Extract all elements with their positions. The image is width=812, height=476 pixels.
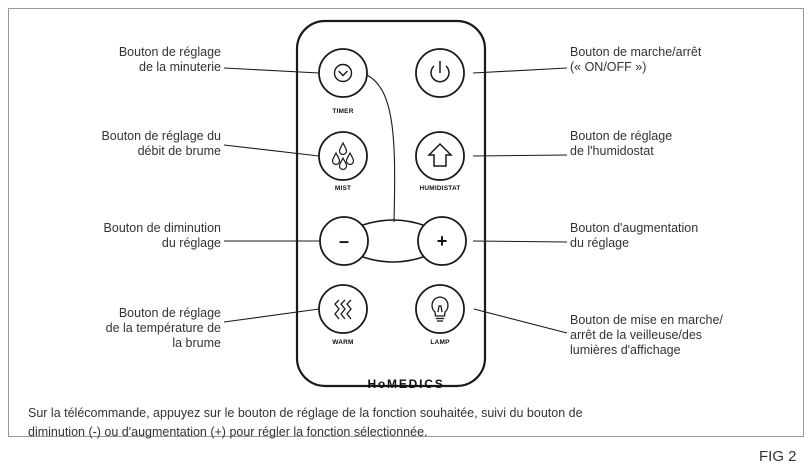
leader-lines [223, 67, 568, 334]
leader-mist [223, 144, 320, 157]
timer-button[interactable] [318, 48, 368, 98]
timer-label: TIMER [332, 108, 354, 115]
leader-warm [223, 308, 320, 323]
increase-button[interactable] [417, 216, 467, 266]
lamp-label: LAMP [430, 339, 450, 346]
warm-button[interactable] [318, 284, 368, 334]
leader-timer [223, 67, 320, 74]
bulb-icon [431, 296, 449, 322]
adjust-connector [359, 219, 427, 263]
plus-glyph: + [437, 231, 448, 251]
minus-glyph: – [339, 231, 349, 251]
figure-label: FIG 2 [759, 448, 797, 465]
leader-power [472, 67, 568, 74]
timer-link-line [366, 74, 396, 223]
callout-lamp: Bouton de mise en marche/arrêt de la vei… [570, 313, 723, 357]
instruction-caption: Sur la télécommande, appuyez sur le bout… [28, 406, 583, 439]
humidistat-button[interactable] [415, 131, 465, 181]
brand-logo: HoMEDICS [367, 377, 445, 391]
clock-icon [333, 63, 353, 83]
house-icon [427, 142, 453, 167]
figure-frame [8, 8, 804, 437]
decrease-button[interactable] [319, 216, 369, 266]
mist-button[interactable] [318, 131, 368, 181]
power-button[interactable] [415, 48, 465, 98]
humidistat-label: HUMIDISTAT [419, 185, 461, 192]
heat-waves-icon [334, 299, 352, 320]
callout-power: Bouton de marche/arrêt(« ON/OFF ») [570, 45, 702, 74]
power-icon [430, 61, 450, 83]
mist-label: MIST [334, 185, 352, 192]
leader-humidistat [472, 154, 568, 157]
mist-drops-icon [331, 141, 355, 171]
lamp-button[interactable] [415, 284, 465, 334]
leader-increase [472, 240, 568, 243]
leader-lamp [473, 308, 568, 334]
warm-label: WARM [332, 339, 354, 346]
